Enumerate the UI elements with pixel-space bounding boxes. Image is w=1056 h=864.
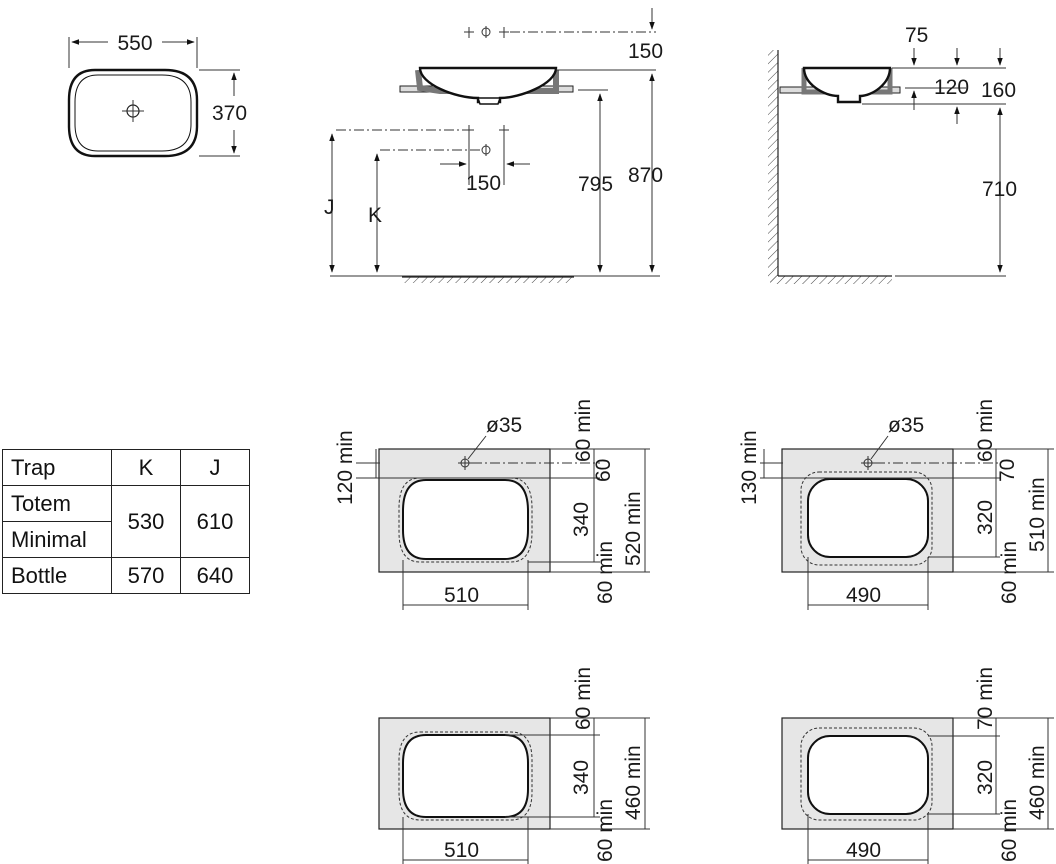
trap-name: Minimal: [2, 521, 112, 558]
drain-icon: [122, 100, 144, 122]
cutout-oval-plain: 60 min 340 460 min 60 min 510: [378, 667, 650, 864]
front-waste-offset-label: 150: [466, 172, 501, 195]
cutout-rect-tap: ø35 130 min 60 min 70 320 510 min 60 min…: [738, 399, 1054, 610]
front-min-label: 60 min: [594, 799, 617, 862]
side-710-label: 710: [982, 178, 1017, 201]
length-label: 340: [570, 760, 593, 795]
header-j: J: [180, 449, 250, 486]
height-795-label: 795: [578, 173, 613, 196]
tap-dist-label: 70: [996, 459, 1019, 482]
rear-min-label: 60 min: [572, 399, 595, 462]
width-label: 490: [846, 584, 881, 607]
top-width-label: 550: [117, 32, 152, 55]
total-min-label: 460 min: [622, 745, 645, 820]
trap-name: Bottle: [2, 557, 112, 594]
k-value: 530: [111, 485, 181, 558]
tap-hole-icon: [458, 456, 472, 470]
top-depth-label: 370: [212, 102, 247, 125]
side-75-label: 75: [905, 24, 928, 47]
side-view: 75 120 160 710: [768, 24, 1017, 284]
trap-table: Trap K J Totem 530 610 Minimal Bottle 57…: [2, 449, 250, 594]
width-label: 490: [846, 839, 881, 862]
rear-min-label: 70 min: [974, 667, 997, 730]
cutout-oval-tap: ø35 120 min 60 min 60 340 520 min 60 min…: [334, 399, 650, 610]
table-row: Minimal: [2, 521, 250, 558]
rear-min-label: 60 min: [974, 399, 997, 462]
tap-hole-size: ø35: [888, 414, 924, 437]
table-row: Totem 530 610: [2, 485, 250, 558]
trap-name: Totem: [2, 485, 112, 522]
front-min-label: 60 min: [998, 799, 1021, 862]
front-min-label: 60 min: [998, 541, 1021, 604]
top-view: 550 370: [67, 32, 247, 158]
width-label: 510: [444, 839, 479, 862]
width-label: 510: [444, 584, 479, 607]
k-value: 570: [111, 557, 181, 594]
label-k: K: [368, 204, 382, 227]
front-view: 150 150 J K 795 870: [324, 8, 663, 283]
header-trap: Trap: [2, 449, 112, 486]
waste-marker-icon: [464, 125, 509, 156]
header-k: K: [111, 449, 181, 486]
height-870-label: 870: [628, 164, 663, 187]
length-label: 320: [974, 760, 997, 795]
total-min-label: 460 min: [1026, 745, 1049, 820]
trap-table-header: Trap K J: [2, 449, 250, 486]
tap-hole-icon: [861, 456, 875, 470]
front-tap-offset-label: 150: [628, 40, 663, 63]
rear-min-label: 60 min: [572, 667, 595, 730]
front-min-label: 60 min: [594, 541, 617, 604]
side-160-label: 160: [981, 79, 1016, 102]
total-min-label: 510 min: [1026, 477, 1049, 552]
label-j: J: [324, 196, 335, 219]
j-value: 640: [180, 557, 250, 594]
back-min-label: 130 min: [738, 430, 761, 505]
length-label: 340: [570, 502, 593, 537]
table-row: Bottle 570 640: [2, 557, 250, 594]
cutout-rect-plain: 70 min 320 460 min 60 min 490: [781, 667, 1054, 864]
j-value: 610: [180, 485, 250, 558]
tap-dist-label: 60: [592, 459, 615, 482]
side-120-label: 120: [934, 76, 969, 99]
length-label: 320: [974, 500, 997, 535]
total-min-label: 520 min: [622, 491, 645, 566]
back-min-label: 120 min: [334, 430, 357, 505]
tap-marker-icon: [464, 26, 509, 38]
tap-hole-size: ø35: [486, 414, 522, 437]
